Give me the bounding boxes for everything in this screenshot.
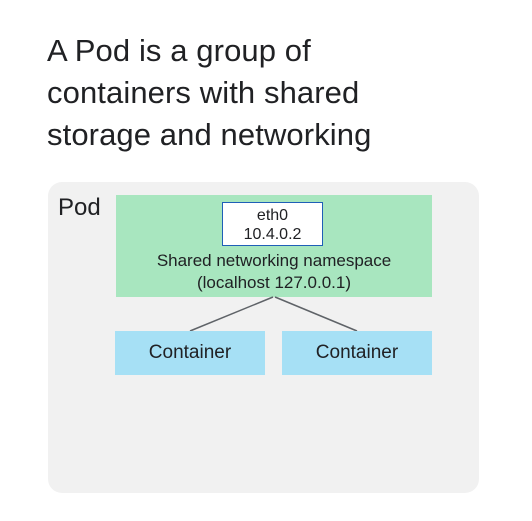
container-box-right: Container [282,331,432,375]
pod-label: Pod [58,194,101,221]
namespace-label: Shared networking namespace [156,251,392,270]
interface-name: eth0 [256,207,289,224]
network-interface-box: eth0 10.4.0.2 [222,202,323,246]
container-box-left: Container [115,331,265,375]
namespace-localhost: (localhost 127.0.0.1) [196,273,352,292]
page-title: A Pod is a group of containers with shar… [47,30,487,156]
title-line-3: storage and networking [47,117,372,152]
namespace-description: Shared networking namespace (localhost 1… [116,250,432,294]
title-line-2: containers with shared [47,75,360,110]
interface-ip: 10.4.0.2 [243,226,302,243]
title-line-1: A Pod is a group of [47,33,311,68]
